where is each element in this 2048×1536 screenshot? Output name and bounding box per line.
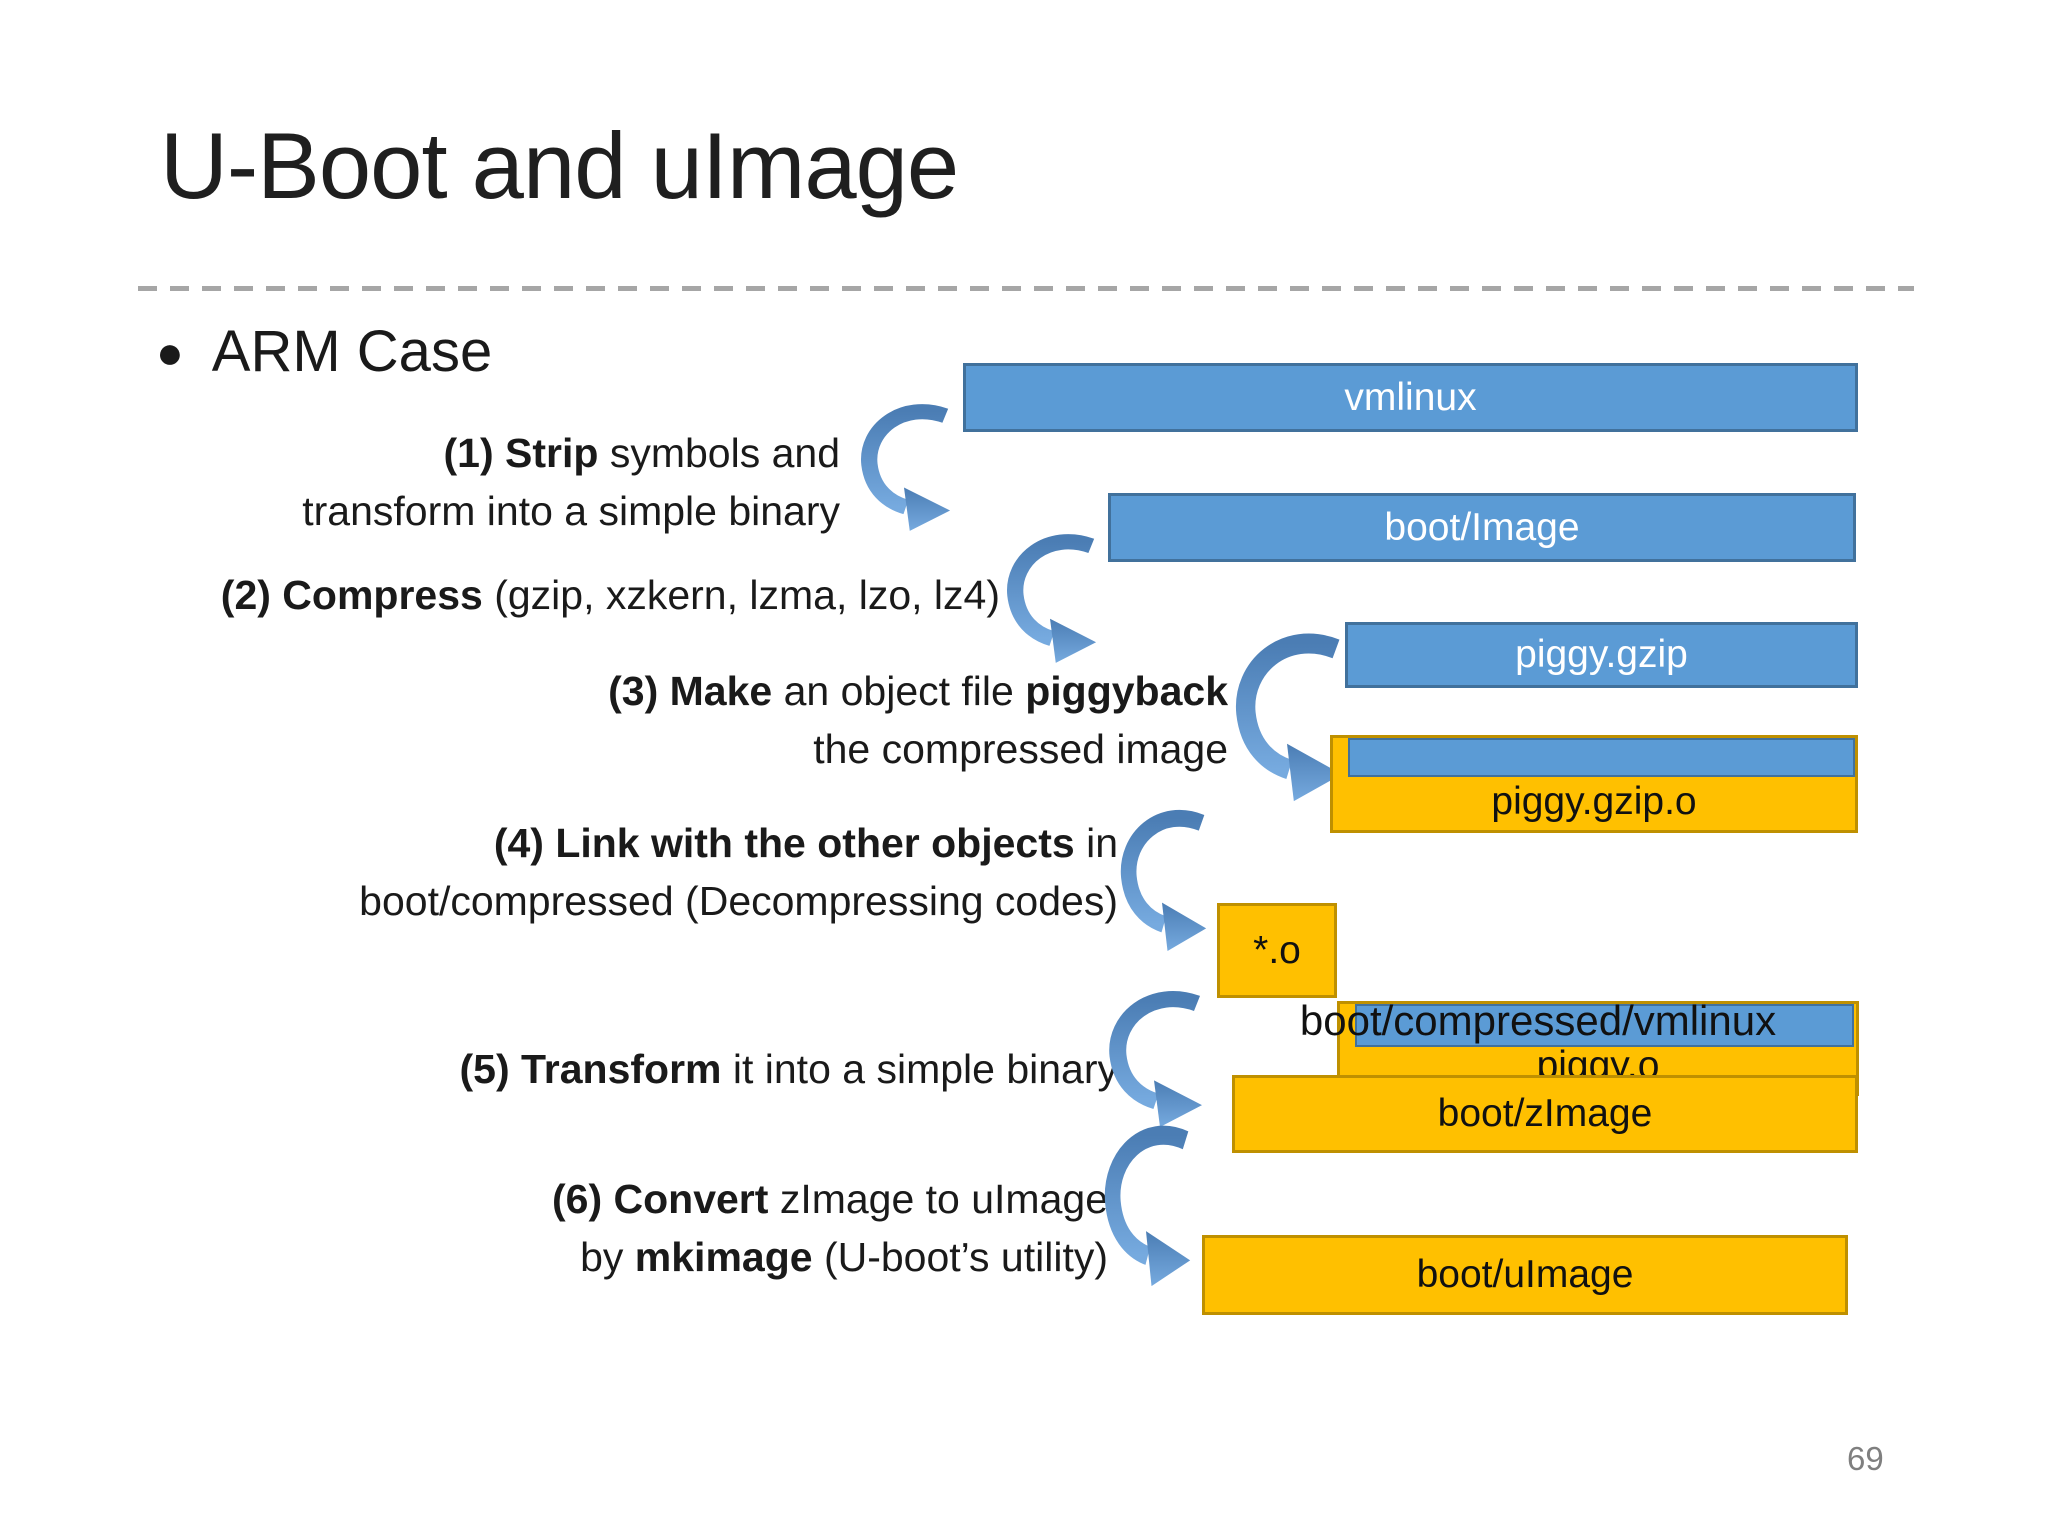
step-line: transform into a simple binary bbox=[302, 488, 840, 534]
curved-arrow-icon bbox=[1104, 1125, 1191, 1287]
step-text-1: (1) Strip symbols and transform into a s… bbox=[302, 424, 840, 540]
step-line: by mkimage (U-boot’s utility) bbox=[580, 1234, 1108, 1280]
step-line: (1) Strip symbols and bbox=[443, 430, 840, 476]
box-label: piggy.gzip bbox=[1515, 633, 1688, 676]
embedded-blue-strip bbox=[1348, 738, 1855, 777]
curved-arrow-icon bbox=[1236, 633, 1342, 802]
step-text-4: (4) Link with the other objects in boot/… bbox=[359, 814, 1118, 930]
step-line: (2) Compress (gzip, xzkern, lzma, lzo, l… bbox=[220, 572, 1000, 618]
curved-arrow-icon bbox=[1109, 991, 1202, 1127]
caption-boot-compressed-vmlinux: boot/compressed/vmlinux bbox=[1299, 997, 1777, 1044]
curved-arrow-icon bbox=[1120, 810, 1207, 951]
step-line: (3) Make an object file piggyback bbox=[608, 668, 1228, 714]
bullet-marker: ● bbox=[156, 325, 184, 378]
step-text-6: (6) Convert zImage to uImage by mkimage … bbox=[552, 1170, 1108, 1286]
bullet-text: ARM Case bbox=[211, 319, 493, 384]
page-title: U-Boot and uImage bbox=[160, 113, 959, 218]
box-vmlinux: vmlinux bbox=[963, 363, 1858, 432]
step-line: (6) Convert zImage to uImage bbox=[552, 1176, 1108, 1222]
box-label: *.o bbox=[1253, 928, 1301, 972]
box-boot-zimage: boot/zImage bbox=[1232, 1075, 1858, 1153]
embedded-blue-strip bbox=[1355, 1004, 1854, 1047]
box-label: boot/zImage bbox=[1437, 1092, 1653, 1135]
step-text-3: (3) Make an object file piggyback the co… bbox=[608, 662, 1228, 778]
box-label: boot/Image bbox=[1384, 505, 1580, 549]
page-number: 69 bbox=[1847, 1440, 1884, 1477]
box-boot-image: boot/Image bbox=[1108, 493, 1856, 562]
box-label: vmlinux bbox=[1344, 375, 1477, 419]
step-text-2: (2) Compress (gzip, xzkern, lzma, lzo, l… bbox=[221, 566, 1000, 624]
box-boot-uimage: boot/uImage bbox=[1202, 1235, 1848, 1315]
step-line: (5) Transform it into a simple binary bbox=[459, 1046, 1118, 1092]
step-line: (4) Link with the other objects in bbox=[493, 820, 1118, 866]
bullet-item: ● ARM Case bbox=[156, 318, 492, 385]
step-line: the compressed image bbox=[813, 726, 1228, 772]
box-piggy-gzip-o: piggy.gzip.o bbox=[1330, 735, 1858, 833]
box-piggy-gzip: piggy.gzip bbox=[1345, 622, 1858, 688]
step-line: boot/compressed (Decompressing codes) bbox=[359, 878, 1118, 924]
box-label: boot/uImage bbox=[1416, 1253, 1634, 1296]
curved-arrow-icon bbox=[861, 404, 951, 531]
curved-arrow-icon bbox=[1007, 534, 1097, 663]
box-label: piggy.gzip.o bbox=[1491, 780, 1697, 824]
step-text-5: (5) Transform it into a simple binary bbox=[459, 1040, 1118, 1098]
title-divider bbox=[138, 286, 1914, 291]
box-star-o: *.o bbox=[1217, 903, 1337, 998]
